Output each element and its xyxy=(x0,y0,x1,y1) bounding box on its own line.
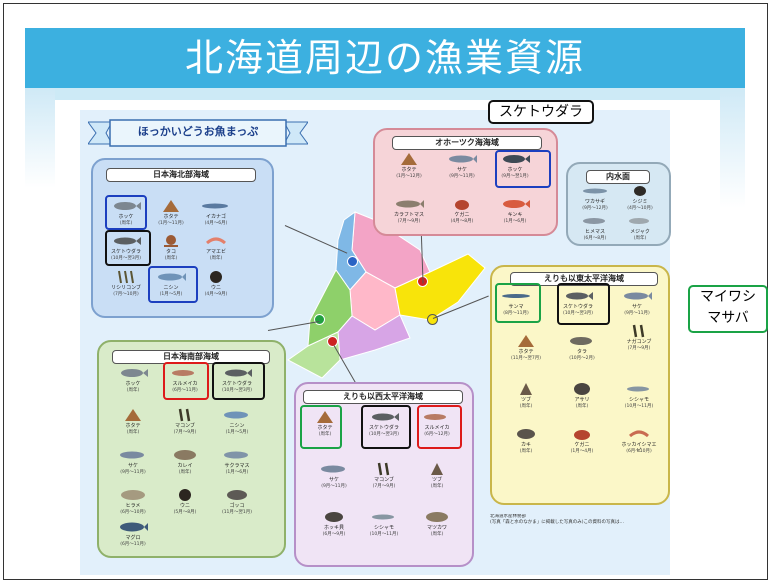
species-item: メジャク(周年) xyxy=(621,212,659,250)
species-item: リシリコンブ(7月～10月) xyxy=(107,268,145,306)
species-item: タラ(10月～2月) xyxy=(563,332,601,370)
title-strip xyxy=(55,88,745,100)
species-item: カキ(周年) xyxy=(507,425,545,463)
species-item: タコ(周年) xyxy=(152,232,190,270)
species-item: ヒメマス(6月～8月) xyxy=(576,212,614,250)
species-item: サケ(9月～11月) xyxy=(114,446,152,484)
title-fade-right xyxy=(720,88,745,208)
species-item: ホタテ(周年) xyxy=(306,408,344,446)
species-item: ホタテ(1月～12月) xyxy=(390,150,428,188)
species-item: イカナゴ(4月～6月) xyxy=(197,197,235,235)
species-item: サンマ(8月～11月) xyxy=(497,287,535,325)
notes-heading: 北海道水産林務部 xyxy=(490,514,526,519)
slide-title: 北海道周辺の漁業資源 xyxy=(184,36,585,80)
species-item: スルメイカ(6月～12月) xyxy=(418,408,456,446)
highlight-box-black xyxy=(361,405,411,449)
region-east xyxy=(394,253,486,321)
species-item: スケトウダラ(10月～翌3月) xyxy=(218,364,256,402)
species-item: スケトウダラ(10月～翌3月) xyxy=(365,408,403,446)
banner-ribbon xyxy=(88,119,308,147)
highlight-box-green xyxy=(495,283,541,323)
species-item: ヒラメ(6月～10月) xyxy=(114,486,152,524)
highlight-box-black xyxy=(105,230,151,266)
species-item: シジミ(4月～10月) xyxy=(621,182,659,220)
notes-body: (写真「森と水のなかま」に掲載した写真のみ)この資料の写真は… xyxy=(490,520,625,525)
panel-title-east-pacific: えりも以東太平洋海域 xyxy=(510,272,658,286)
callout-mackerel-text: マサバ xyxy=(707,310,749,326)
highlight-box-black xyxy=(557,283,610,325)
panel-title-inland: 内水面 xyxy=(586,170,650,184)
species-item: シシャモ(10月～11月) xyxy=(365,508,403,546)
species-item: ウニ(5月～8月) xyxy=(166,486,204,524)
highlight-box-blue xyxy=(495,150,551,188)
species-item: ゴッコ(11月～翌1月) xyxy=(218,486,256,524)
species-item: ニシン(1月～5月) xyxy=(218,406,256,444)
species-item: カラフトマス(7月～9月) xyxy=(390,195,428,233)
species-item: ツブ(周年) xyxy=(418,460,456,498)
species-item: ホッキ貝(6月～9月) xyxy=(315,508,353,546)
species-item: ナガコンブ(7月～9月) xyxy=(620,322,658,360)
species-item: ホッケ(9月～翌1月) xyxy=(496,150,534,188)
callout-pollock-text: スケトウダラ xyxy=(499,104,583,120)
panel-title-north-sea: 日本海北部海域 xyxy=(106,168,256,182)
species-item: サケ(9月～11月) xyxy=(443,150,481,188)
species-item: スルメイカ(6月～11月) xyxy=(166,364,204,402)
species-item: ホタテ(1月～11月) xyxy=(152,197,190,235)
species-item: ニシン(1月～5月) xyxy=(152,268,190,306)
species-item: ホッカイシマエビ(6月～10月) xyxy=(620,425,658,463)
species-item: アサリ(周年) xyxy=(563,380,601,418)
title-fade-left xyxy=(25,88,55,188)
marker-west-pacific xyxy=(327,336,338,347)
species-item: カレイ(周年) xyxy=(166,446,204,484)
species-item: サケ(9月～11月) xyxy=(315,460,353,498)
species-item: ホッケ(周年) xyxy=(107,197,145,235)
species-item: スケトウダラ(10月～翌3月) xyxy=(559,287,597,325)
species-item: ツブ(周年) xyxy=(507,380,545,418)
callout-pollock: スケトウダラ xyxy=(488,100,594,124)
species-item: サクラマス(1月～6月) xyxy=(218,446,256,484)
species-item: マコンブ(7月～9月) xyxy=(365,460,403,498)
marker-south xyxy=(314,314,325,325)
species-item: キンキ(1月～6月) xyxy=(496,195,534,233)
highlight-box-red xyxy=(163,362,209,400)
species-item: マグロ(6月～11月) xyxy=(114,518,152,556)
species-item: ワカサギ(9月～12月) xyxy=(576,182,614,220)
species-item: マコンブ(7月～9月) xyxy=(166,406,204,444)
highlight-box-blue xyxy=(105,195,147,230)
species-item: マツカワ(周年) xyxy=(418,508,456,546)
marker-north xyxy=(347,256,358,267)
species-item: ケガニ(1月～4月) xyxy=(563,425,601,463)
highlight-box-black xyxy=(212,362,265,400)
title-band xyxy=(25,28,745,88)
marker-east xyxy=(427,314,438,325)
species-item: ケガニ(4月～8月) xyxy=(443,195,481,233)
callout-sardine-mackerel: マイワシ マサバ xyxy=(688,285,768,333)
species-item: アマエビ(周年) xyxy=(197,232,235,270)
species-item: ウニ(4月～9月) xyxy=(197,268,235,306)
panel-title-okhotsk: オホーツク海海域 xyxy=(392,136,542,150)
highlight-box-red xyxy=(417,405,462,449)
panel-title-west-pacific: えりも以西太平洋海域 xyxy=(303,390,463,404)
species-item: ホタテ(周年) xyxy=(114,406,152,444)
source-notes: 北海道水産林務部 (写真「森と水のなかま」に掲載した写真のみ)この資料の写真は… xyxy=(490,514,660,570)
hokkaido-island-map xyxy=(287,210,486,379)
species-item: ホッケ(周年) xyxy=(114,364,152,402)
species-item: サケ(9月～11月) xyxy=(618,287,656,325)
callout-sardine-text: マイワシ xyxy=(700,289,756,305)
species-item: シシャモ(10月～11月) xyxy=(620,380,658,418)
species-item: ホタテ(11月～翌7月) xyxy=(507,332,545,370)
banner-title: ほっかいどうお魚まっぷ xyxy=(137,125,259,138)
highlight-box-blue xyxy=(148,266,198,303)
species-item: スケトウダラ(10月～翌3月) xyxy=(107,232,145,270)
highlight-box-green xyxy=(300,405,342,449)
